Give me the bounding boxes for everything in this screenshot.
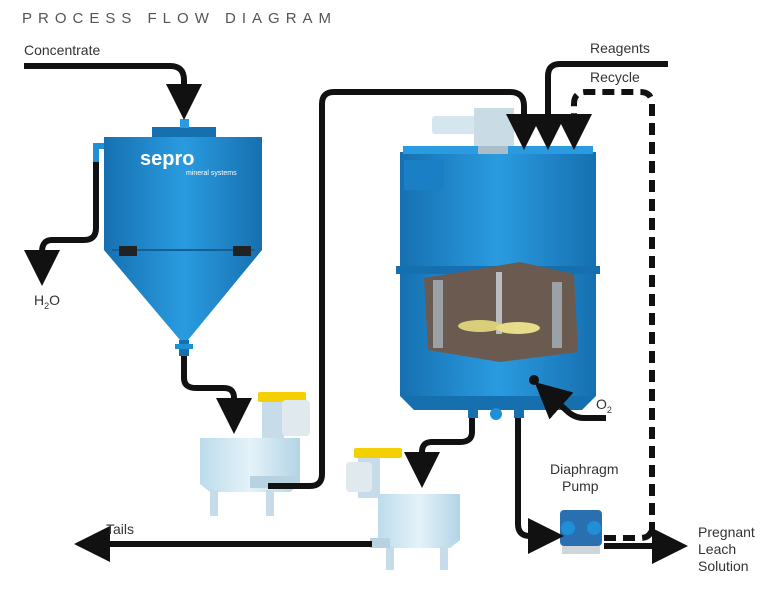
feed-hopper — [93, 119, 262, 356]
oxygen-line — [534, 382, 606, 421]
label-diaphragm-pump: Diaphragm Pump — [550, 461, 619, 494]
brand-logo: sepro — [140, 148, 194, 171]
label-tails: Tails — [106, 521, 135, 537]
hopper-to-tank1-line — [181, 356, 252, 434]
brand-name: sepro — [140, 148, 195, 170]
reactor-to-tank2-line — [404, 418, 475, 488]
conditioning-tank-1 — [200, 392, 310, 516]
label-water: H2O — [34, 292, 61, 311]
flow-lines — [24, 61, 688, 564]
label-recycle: Recycle — [590, 69, 640, 85]
diagram-title: PROCESS FLOW DIAGRAM — [22, 10, 338, 27]
reactor-to-pump-line — [515, 418, 564, 554]
water-overflow-line — [24, 162, 99, 286]
recycle-line — [556, 89, 655, 534]
label-concentrate: Concentrate — [24, 42, 101, 58]
diaphragm-pump — [560, 510, 602, 554]
tank1-to-reactor-line — [268, 89, 542, 489]
label-pregnant-leach-solution: Pregnant Leach Solution — [698, 524, 755, 574]
conditioning-tank-2 — [346, 448, 460, 570]
brand-tagline: mineral systems — [186, 170, 237, 177]
leach-reactor — [396, 108, 600, 420]
label-reagents: Reagents — [590, 40, 650, 56]
concentrate-line — [24, 63, 202, 120]
label-oxygen: O2 — [596, 396, 612, 415]
reagents-line — [530, 61, 668, 150]
